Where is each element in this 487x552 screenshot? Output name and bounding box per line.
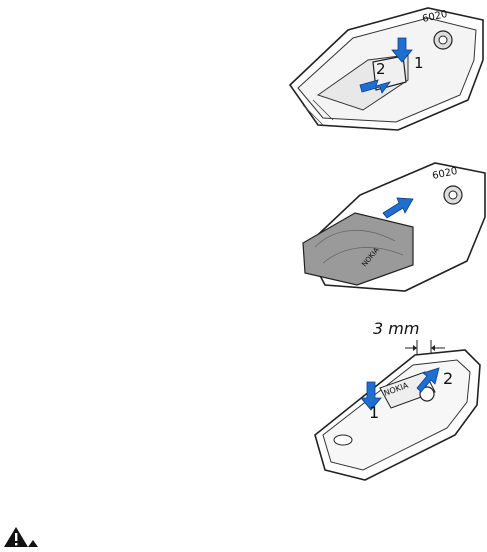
back-cover-illustration: 3 mm NOKIA 1 2 xyxy=(305,310,487,485)
dimension-label: 3 mm xyxy=(373,319,419,338)
battery-figure: 6020 NOKIA xyxy=(295,155,487,295)
step-label-2: 2 xyxy=(443,369,453,388)
warning-icon xyxy=(2,526,42,548)
step-label-1: 1 xyxy=(414,54,424,72)
sim-card-illustration: 6020 1 2 xyxy=(278,0,487,135)
step-label-2: 2 xyxy=(376,60,386,78)
step-label-1: 1 xyxy=(369,403,379,422)
back-cover-figure: 3 mm NOKIA 1 2 xyxy=(305,310,487,485)
sim-card-figure: 6020 1 2 xyxy=(278,0,487,135)
battery-illustration: 6020 NOKIA xyxy=(295,155,487,295)
